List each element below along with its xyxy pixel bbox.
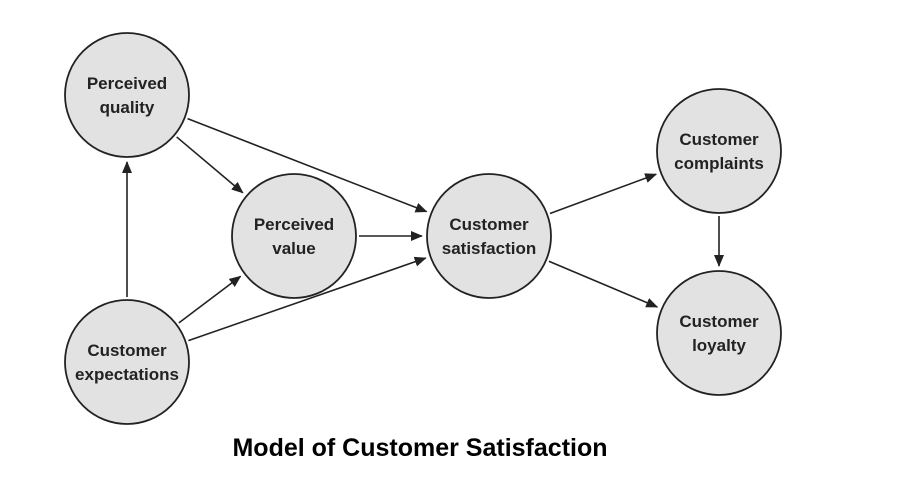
node-circle xyxy=(231,173,357,299)
node-label: Perceived xyxy=(254,215,334,234)
node-circle xyxy=(656,270,782,396)
node-label: Customer xyxy=(87,341,167,360)
node-label: value xyxy=(272,239,315,258)
node-ce: Customer expectations xyxy=(64,299,190,425)
node-label: quality xyxy=(100,98,155,117)
node-cc: Customer complaints xyxy=(656,88,782,214)
arrow-ce-to-cs xyxy=(188,256,427,342)
node-pq: Perceived quality xyxy=(64,32,190,158)
node-label: Customer xyxy=(449,215,529,234)
node-pv: Perceived value xyxy=(231,173,357,299)
node-label: Customer xyxy=(679,312,759,331)
node-label: satisfaction xyxy=(442,239,536,258)
node-label: loyalty xyxy=(692,336,746,355)
node-cl: Customer loyalty xyxy=(656,270,782,396)
node-circle xyxy=(64,32,190,158)
node-label: expectations xyxy=(75,365,179,384)
arrow-pq-to-pv xyxy=(176,136,244,194)
node-circle xyxy=(656,88,782,214)
node-circle xyxy=(64,299,190,425)
arrow-cs-to-cc xyxy=(549,173,658,215)
node-circle xyxy=(426,173,552,299)
arrow-pq-to-cs xyxy=(187,117,428,213)
arrow-cs-to-cl xyxy=(548,260,659,308)
node-label: Customer xyxy=(679,130,759,149)
diagram-caption: Model of Customer Satisfaction xyxy=(232,434,608,462)
arrow-ce-to-pv xyxy=(178,275,242,324)
node-label: complaints xyxy=(674,154,764,173)
node-cs: Customer satisfaction xyxy=(426,173,552,299)
node-label: Perceived xyxy=(87,74,167,93)
